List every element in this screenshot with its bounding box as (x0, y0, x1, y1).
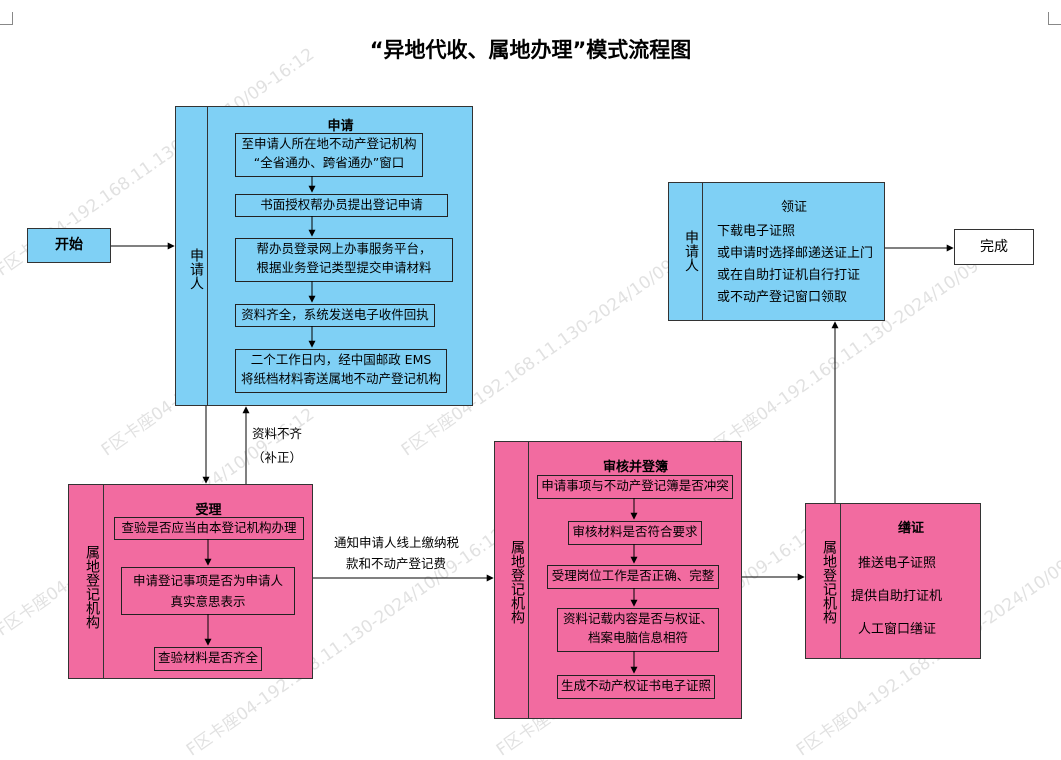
apply-step-2: 书面授权帮办员提出登记申请 (235, 194, 448, 217)
collect-lane: 申请人 领证 下载电子证照 或申请时选择邮递送证上门 或在自助打证机自行打证 或… (668, 182, 885, 321)
review-step-2: 审核材料是否符合要求 (568, 521, 702, 545)
accept-step-2: 申请登记事项是否为申请人 真实意思表示 (121, 567, 295, 615)
apply-step-5: 二个工作日内，经中国邮政 EMS 将纸档材料寄送属地不动产登记机构 (235, 349, 447, 393)
issue-side-label: 属地登记机构 (821, 540, 837, 624)
crop-mark-top-left (0, 12, 13, 25)
accept-header: 受理 (195, 503, 222, 518)
accept-step-1: 查验是否应当由本登记机构办理 (114, 517, 304, 540)
apply-step-4: 资料齐全，系统发送电子收件回执 (235, 304, 435, 327)
accept-step-3: 查验材料是否齐全 (154, 647, 262, 671)
finish-node: 完成 (954, 229, 1034, 265)
review-step-3: 受理岗位工作是否正确、完整 (547, 565, 719, 589)
payment-note-line-1: 通知申请人线上缴纳税 (334, 535, 460, 550)
issue-line-1: 推送电子证照 (858, 556, 937, 571)
review-header: 审核并登簿 (602, 460, 668, 475)
collect-line-4: 或不动产登记窗口领取 (717, 290, 848, 305)
apply-header: 申请 (327, 119, 354, 134)
incomplete-note: 资料不齐 (252, 426, 303, 441)
accept-lane: 属地登记机构 受理 查验是否应当由本登记机构办理 申请登记事项是否为申请人 真实… (68, 484, 313, 679)
collect-line-3: 或在自助打证机自行打证 (717, 268, 861, 283)
flow-arrows (111, 176, 954, 674)
apply-lane: 申请人 申请 至申请人所在地不动产登记机构 “全省通办、跨省通办”窗口 书面授权… (175, 106, 473, 406)
apply-step-3: 帮办员登录网上办事服务平台， 根据业务登记类型提交申请材料 (235, 238, 453, 282)
crop-mark-top-right (1048, 12, 1061, 25)
issue-line-3: 人工窗口缮证 (858, 622, 937, 637)
review-lane: 属地登记机构 审核并登簿 申请事项与不动产登记簿是否冲突 审核材料是否符合要求 … (494, 441, 742, 719)
review-step-4: 资料记载内容是否与权证、 档案电脑信息相符 (557, 608, 719, 652)
start-node: 开始 (27, 228, 111, 263)
collect-line-1: 下载电子证照 (717, 224, 796, 239)
apply-step-1: 至申请人所在地不动产登记机构 “全省通办、跨省通办”窗口 (235, 133, 423, 177)
collect-side-label: 申请人 (683, 230, 699, 272)
collect-line-2: 或申请时选择邮递送证上门 (717, 246, 874, 261)
review-step-5: 生成不动产权证书电子证照 (557, 675, 715, 699)
supplement-note: （补正） (252, 450, 303, 465)
collect-header: 领证 (780, 200, 807, 215)
payment-note-line-2: 款和不动产登记费 (346, 556, 447, 571)
issue-header: 缮证 (897, 521, 924, 536)
page-title: “异地代收、属地办理”模式流程图 (369, 38, 692, 62)
review-side-label: 属地登记机构 (509, 540, 525, 624)
review-step-1: 申请事项与不动产登记簿是否冲突 (537, 475, 733, 499)
issue-line-2: 提供自助打证机 (851, 589, 943, 604)
accept-side-label: 属地登记机构 (84, 545, 100, 629)
apply-side-label: 申请人 (188, 248, 204, 290)
issue-lane: 属地登记机构 缮证 推送电子证照 提供自助打证机 人工窗口缮证 (805, 503, 981, 659)
